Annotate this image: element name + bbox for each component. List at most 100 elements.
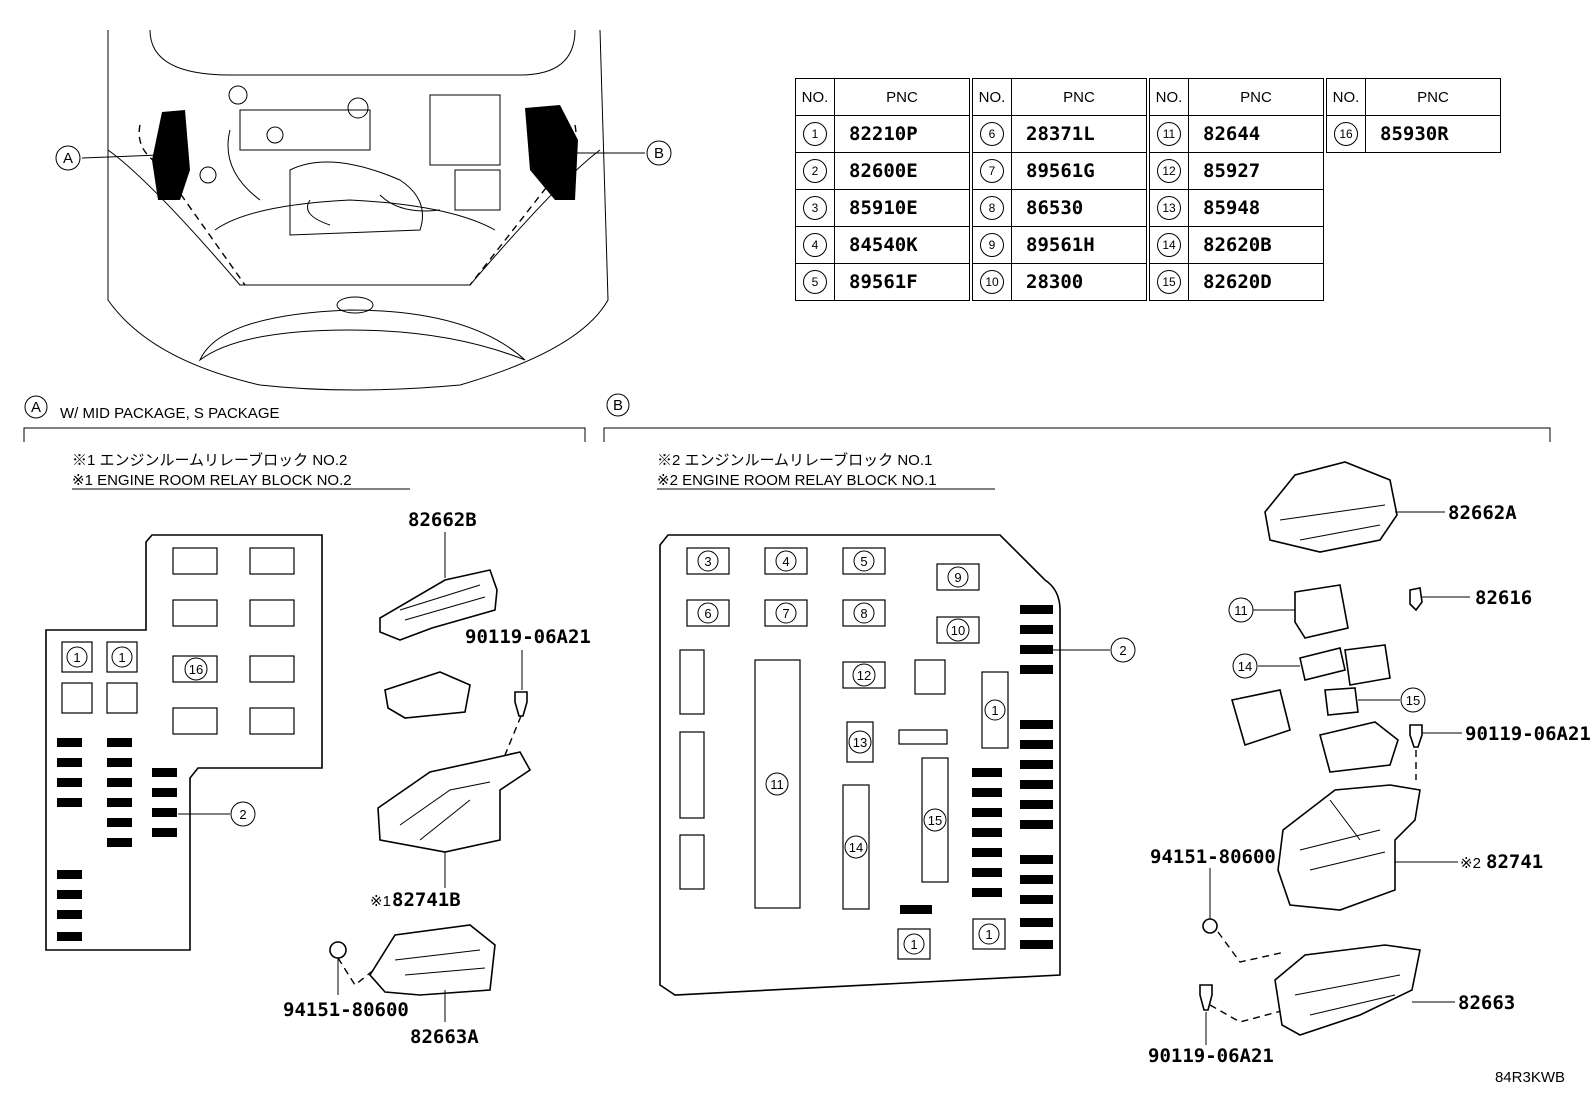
bolt-shape-b-top [1409, 724, 1423, 748]
pnc-row-5-pnc-text: 89561F [849, 271, 918, 293]
callout-b [646, 140, 672, 166]
pnc-header-pnc-3-text: PNC [1240, 88, 1272, 106]
pnc-row-14-pnc-text: 82620B [1203, 234, 1272, 256]
part-82741: 82741 [1486, 851, 1543, 873]
connector-shape [384, 671, 471, 719]
pnc-header-no-3: NO. [1149, 78, 1189, 116]
relay-block-1-cavities [679, 547, 1009, 960]
slot-b-14: 14 [849, 840, 863, 855]
slot-b-12: 12 [857, 668, 871, 683]
part-82662b: 82662B [408, 509, 477, 531]
relay-shape [1344, 644, 1391, 686]
engine-bay-overview: A B [55, 29, 672, 391]
block-82741-shape [1277, 784, 1421, 911]
pnc-row-4-no: 4 [795, 226, 835, 264]
pnc-row-11-pnc-text: 82644 [1203, 123, 1261, 145]
pnc-row-4-pnc: 84540K [834, 226, 970, 264]
pnc-row-3-pnc: 85910E [834, 189, 970, 227]
slot-a-2: 2 [239, 807, 246, 822]
relay-block-1-numbers: 3 4 5 6 7 8 9 10 12 11 13 14 15 1 1 1 [697, 550, 1006, 955]
pnc-row-4-pnc-text: 84540K [849, 234, 918, 256]
bracket-shape [1230, 689, 1291, 747]
part-14-shape [1299, 647, 1346, 681]
pnc-row-7-no-text: 7 [980, 159, 1004, 183]
slot-b-4: 4 [782, 554, 789, 569]
pnc-header-no-2-text: NO. [978, 88, 1006, 106]
section-b-marker-label: B [613, 397, 623, 414]
pnc-row-15-pnc-text: 82620D [1203, 271, 1272, 293]
cover-82662b-shape [379, 569, 498, 641]
section-a-marker [24, 395, 48, 419]
section-a-title: W/ MID PACKAGE, S PACKAGE [60, 405, 280, 422]
pnc-row-2-pnc-text: 82600E [849, 160, 918, 182]
pnc-row-10-pnc: 28300 [1011, 263, 1147, 301]
slot-b-1-a: 1 [991, 703, 998, 718]
pnc-row-14-no: 14 [1149, 226, 1189, 264]
part-82741b-prefix: ※1 [370, 893, 391, 910]
part-82616: 82616 [1475, 587, 1532, 609]
slot-b-3: 3 [704, 554, 711, 569]
part-bolt-90119-b-bottom: 90119-06A21 [1148, 1045, 1274, 1067]
section-b-en-caption: ※2 ENGINE ROOM RELAY BLOCK NO.1 [657, 472, 937, 489]
part-bolt-90119-a: 90119-06A21 [465, 626, 591, 648]
pnc-header-pnc-4: PNC [1365, 78, 1501, 116]
pnc-row-10-no: 10 [972, 263, 1012, 301]
bolt-shape-a [514, 691, 528, 717]
pnc-row-2-no: 2 [795, 152, 835, 190]
pnc-row-13-no: 13 [1149, 189, 1189, 227]
pnc-row-3-no-text: 3 [803, 196, 827, 220]
pnc-row-9-pnc-text: 89561H [1026, 234, 1095, 256]
pnc-row-3-pnc-text: 85910E [849, 197, 918, 219]
slot-b-9: 9 [954, 570, 961, 585]
part-clip-94151-b: 94151-80600 [1150, 846, 1276, 868]
pnc-row-11-no-text: 11 [1157, 122, 1181, 146]
lower-82663-shape [1274, 944, 1421, 1036]
part-82663: 82663 [1458, 992, 1515, 1014]
slot-b-11: 11 [770, 777, 784, 792]
pnc-row-15-pnc: 82620D [1188, 263, 1324, 301]
pnc-row-8-no-text: 8 [980, 196, 1004, 220]
pnc-row-3-no: 3 [795, 189, 835, 227]
pnc-row-5-no: 5 [795, 263, 835, 301]
callout-b-15: 15 [1406, 693, 1420, 708]
figure-code: 84R3KWB [1495, 1069, 1565, 1086]
pnc-row-16-pnc: 85930R [1365, 115, 1501, 153]
slot-b-7: 7 [782, 606, 789, 621]
pnc-row-2-pnc: 82600E [834, 152, 970, 190]
pnc-header-no-4-text: NO. [1332, 88, 1360, 106]
section-b: B ※2 エンジンルームリレーブロック NO.1 ※2 ENGINE ROOM … [603, 393, 1591, 1067]
section-a: A W/ MID PACKAGE, S PACKAGE ※1 エンジンルームリレ… [23, 395, 591, 1048]
part-82741-prefix: ※2 [1460, 855, 1481, 872]
pnc-row-6-no-text: 6 [980, 122, 1004, 146]
slot-b-2: 2 [1119, 643, 1126, 658]
slot-b-13: 13 [853, 735, 867, 750]
pnc-row-12-pnc: 85927 [1188, 152, 1324, 190]
slot-a-1-right: 1 [118, 650, 125, 665]
callout-b-label: B [654, 145, 664, 162]
section-a-en-caption: ※1 ENGINE ROOM RELAY BLOCK NO.2 [72, 472, 352, 489]
section-a-marker-label: A [31, 399, 41, 416]
cover-82662a-shape [1264, 461, 1398, 553]
section-b-marker [606, 393, 630, 417]
pnc-header-no-3-text: NO. [1155, 88, 1183, 106]
pnc-row-9-no-text: 9 [980, 233, 1004, 257]
slot-b-1-c: 1 [985, 927, 992, 942]
bolt-shape-b-bottom [1199, 984, 1213, 1011]
slot-b-10: 10 [951, 623, 965, 638]
relay-block-2-cavities [61, 547, 295, 735]
pnc-row-14-no-text: 14 [1157, 233, 1181, 257]
pnc-row-13-pnc-text: 85948 [1203, 197, 1261, 219]
pnc-header-no-2: NO. [972, 78, 1012, 116]
section-a-jp-caption: ※1 エンジンルームリレーブロック NO.2 [72, 451, 347, 469]
pnc-row-5-pnc: 89561F [834, 263, 970, 301]
pnc-row-16-no-text: 16 [1334, 122, 1358, 146]
pnc-row-16-no: 16 [1326, 115, 1366, 153]
section-b-jp-caption: ※2 エンジンルームリレーブロック NO.1 [657, 451, 932, 469]
slot-a-1-left: 1 [73, 650, 80, 665]
pnc-row-4-no-text: 4 [803, 233, 827, 257]
relay-block-2-fuses [57, 738, 177, 941]
pnc-row-2-no-text: 2 [803, 159, 827, 183]
pnc-row-11-pnc: 82644 [1188, 115, 1324, 153]
pnc-row-1-no: 1 [795, 115, 835, 153]
pnc-header-no-1: NO. [795, 78, 835, 116]
